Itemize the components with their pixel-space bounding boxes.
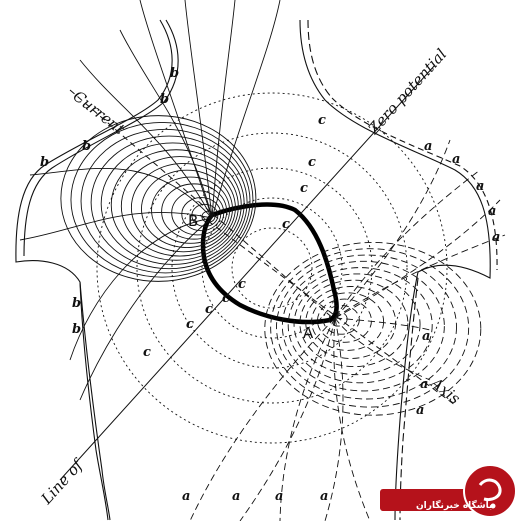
point-b-label: B xyxy=(188,212,198,230)
svg-text:a: a xyxy=(424,139,432,154)
a-fan-line-8 xyxy=(334,199,501,319)
svg-text:a: a xyxy=(275,489,283,504)
b-loop-15 xyxy=(60,115,257,282)
a-loop-4 xyxy=(311,292,385,351)
b-sweep-line-10 xyxy=(119,29,213,219)
equipotential-circle-1 xyxy=(231,227,313,309)
svg-text:a: a xyxy=(422,329,430,344)
a-loop-8 xyxy=(287,267,433,384)
a-fan-line-1 xyxy=(189,317,336,521)
svg-text:c: c xyxy=(238,277,246,292)
current-label: Current xyxy=(70,87,129,139)
b-sweep-line-8 xyxy=(19,211,213,241)
svg-text:c: c xyxy=(282,217,290,232)
a-field-lines xyxy=(189,139,506,521)
b-field-lines xyxy=(19,0,281,401)
svg-text:a: a xyxy=(182,489,190,504)
a-loop-3 xyxy=(317,298,372,343)
svg-text:a: a xyxy=(416,403,424,418)
equipotential-circle-5 xyxy=(96,92,448,444)
b-loop-11 xyxy=(100,142,245,265)
reference-lines xyxy=(59,64,456,481)
a-fan-line-4 xyxy=(324,317,344,521)
svg-text:a: a xyxy=(492,230,500,245)
a-loop-6 xyxy=(299,279,409,368)
svg-text:a: a xyxy=(320,489,328,504)
b-sweep-line-4 xyxy=(211,0,281,219)
a-fan-line-3 xyxy=(279,317,336,521)
letter-b-markers: b b b b b b xyxy=(40,66,179,337)
heart-outline xyxy=(200,202,339,325)
a-fan-line-11 xyxy=(334,317,431,381)
svg-text:a: a xyxy=(476,179,484,194)
svg-text:c: c xyxy=(308,155,316,170)
zero-potential-line xyxy=(59,64,436,481)
svg-text:a: a xyxy=(232,489,240,504)
b-loop-14 xyxy=(70,122,254,278)
a-fan-line-6 xyxy=(334,139,451,319)
letter-c-markers: c c c c c c c c c xyxy=(143,113,326,360)
zero-potential-label: Zero potential xyxy=(364,45,450,138)
b-loop-5 xyxy=(161,183,228,240)
line-of-label: Line of xyxy=(37,455,88,509)
axis-label: Axis xyxy=(426,373,464,408)
a-loop-11 xyxy=(270,248,470,408)
a-fan-line-10 xyxy=(334,317,431,331)
point-a-label: A xyxy=(303,324,314,342)
svg-text:b: b xyxy=(160,92,169,107)
b-loop-12 xyxy=(90,135,248,270)
b-sweep-line-9 xyxy=(79,59,213,219)
equipotential-circle-3 xyxy=(171,167,373,369)
svg-text:b: b xyxy=(40,155,49,170)
svg-text:a: a xyxy=(452,152,460,167)
b-loop-13 xyxy=(80,128,251,274)
a-fan-line-2 xyxy=(239,317,336,521)
b-loop-9 xyxy=(120,156,239,257)
b-loop-10 xyxy=(110,149,242,261)
svg-text:c: c xyxy=(222,291,230,306)
svg-text:a: a xyxy=(420,377,428,392)
b-sweep-line-6 xyxy=(69,217,213,361)
axis-line xyxy=(199,214,456,406)
b-loop-8 xyxy=(130,162,236,253)
watermark-badge xyxy=(380,464,517,518)
watermark-logo: باشگاه خبرنگاران xyxy=(380,461,520,521)
a-loop-12 xyxy=(264,241,482,416)
svg-text:c: c xyxy=(205,302,213,317)
current-line xyxy=(69,89,336,321)
svg-text:c: c xyxy=(143,345,151,360)
svg-text:a: a xyxy=(488,204,496,219)
b-loop-2 xyxy=(191,203,219,227)
svg-text:c: c xyxy=(318,113,326,128)
svg-text:b: b xyxy=(82,139,91,154)
svg-text:c: c xyxy=(300,181,308,196)
letter-a-markers: a a a a a a a a a a a a xyxy=(182,139,500,504)
a-fan-line-7 xyxy=(334,169,481,319)
a-fan-line-9 xyxy=(334,234,506,319)
a-loop-9 xyxy=(281,260,445,392)
b-sweep-line-2 xyxy=(184,0,213,219)
a-loop-10 xyxy=(276,254,457,400)
equipotential-circle-2 xyxy=(201,197,343,339)
b-loop-7 xyxy=(141,169,233,249)
b-sweep-line-1 xyxy=(139,0,213,219)
a-fan-line-5 xyxy=(333,317,371,521)
b-sweep-line-7 xyxy=(79,217,213,401)
svg-text:b: b xyxy=(170,66,179,81)
watermark-text: باشگاه خبرنگاران xyxy=(416,501,493,511)
b-sweep-line-5 xyxy=(29,167,213,219)
a-loop-7 xyxy=(293,273,421,376)
svg-text:b: b xyxy=(72,296,81,311)
svg-text:b: b xyxy=(72,322,81,337)
b-loop-6 xyxy=(151,176,231,244)
svg-text:c: c xyxy=(186,317,194,332)
equipotential-circle-4 xyxy=(136,132,408,404)
b-sweep-line-3 xyxy=(211,0,236,219)
equipotential-circles xyxy=(96,92,448,444)
